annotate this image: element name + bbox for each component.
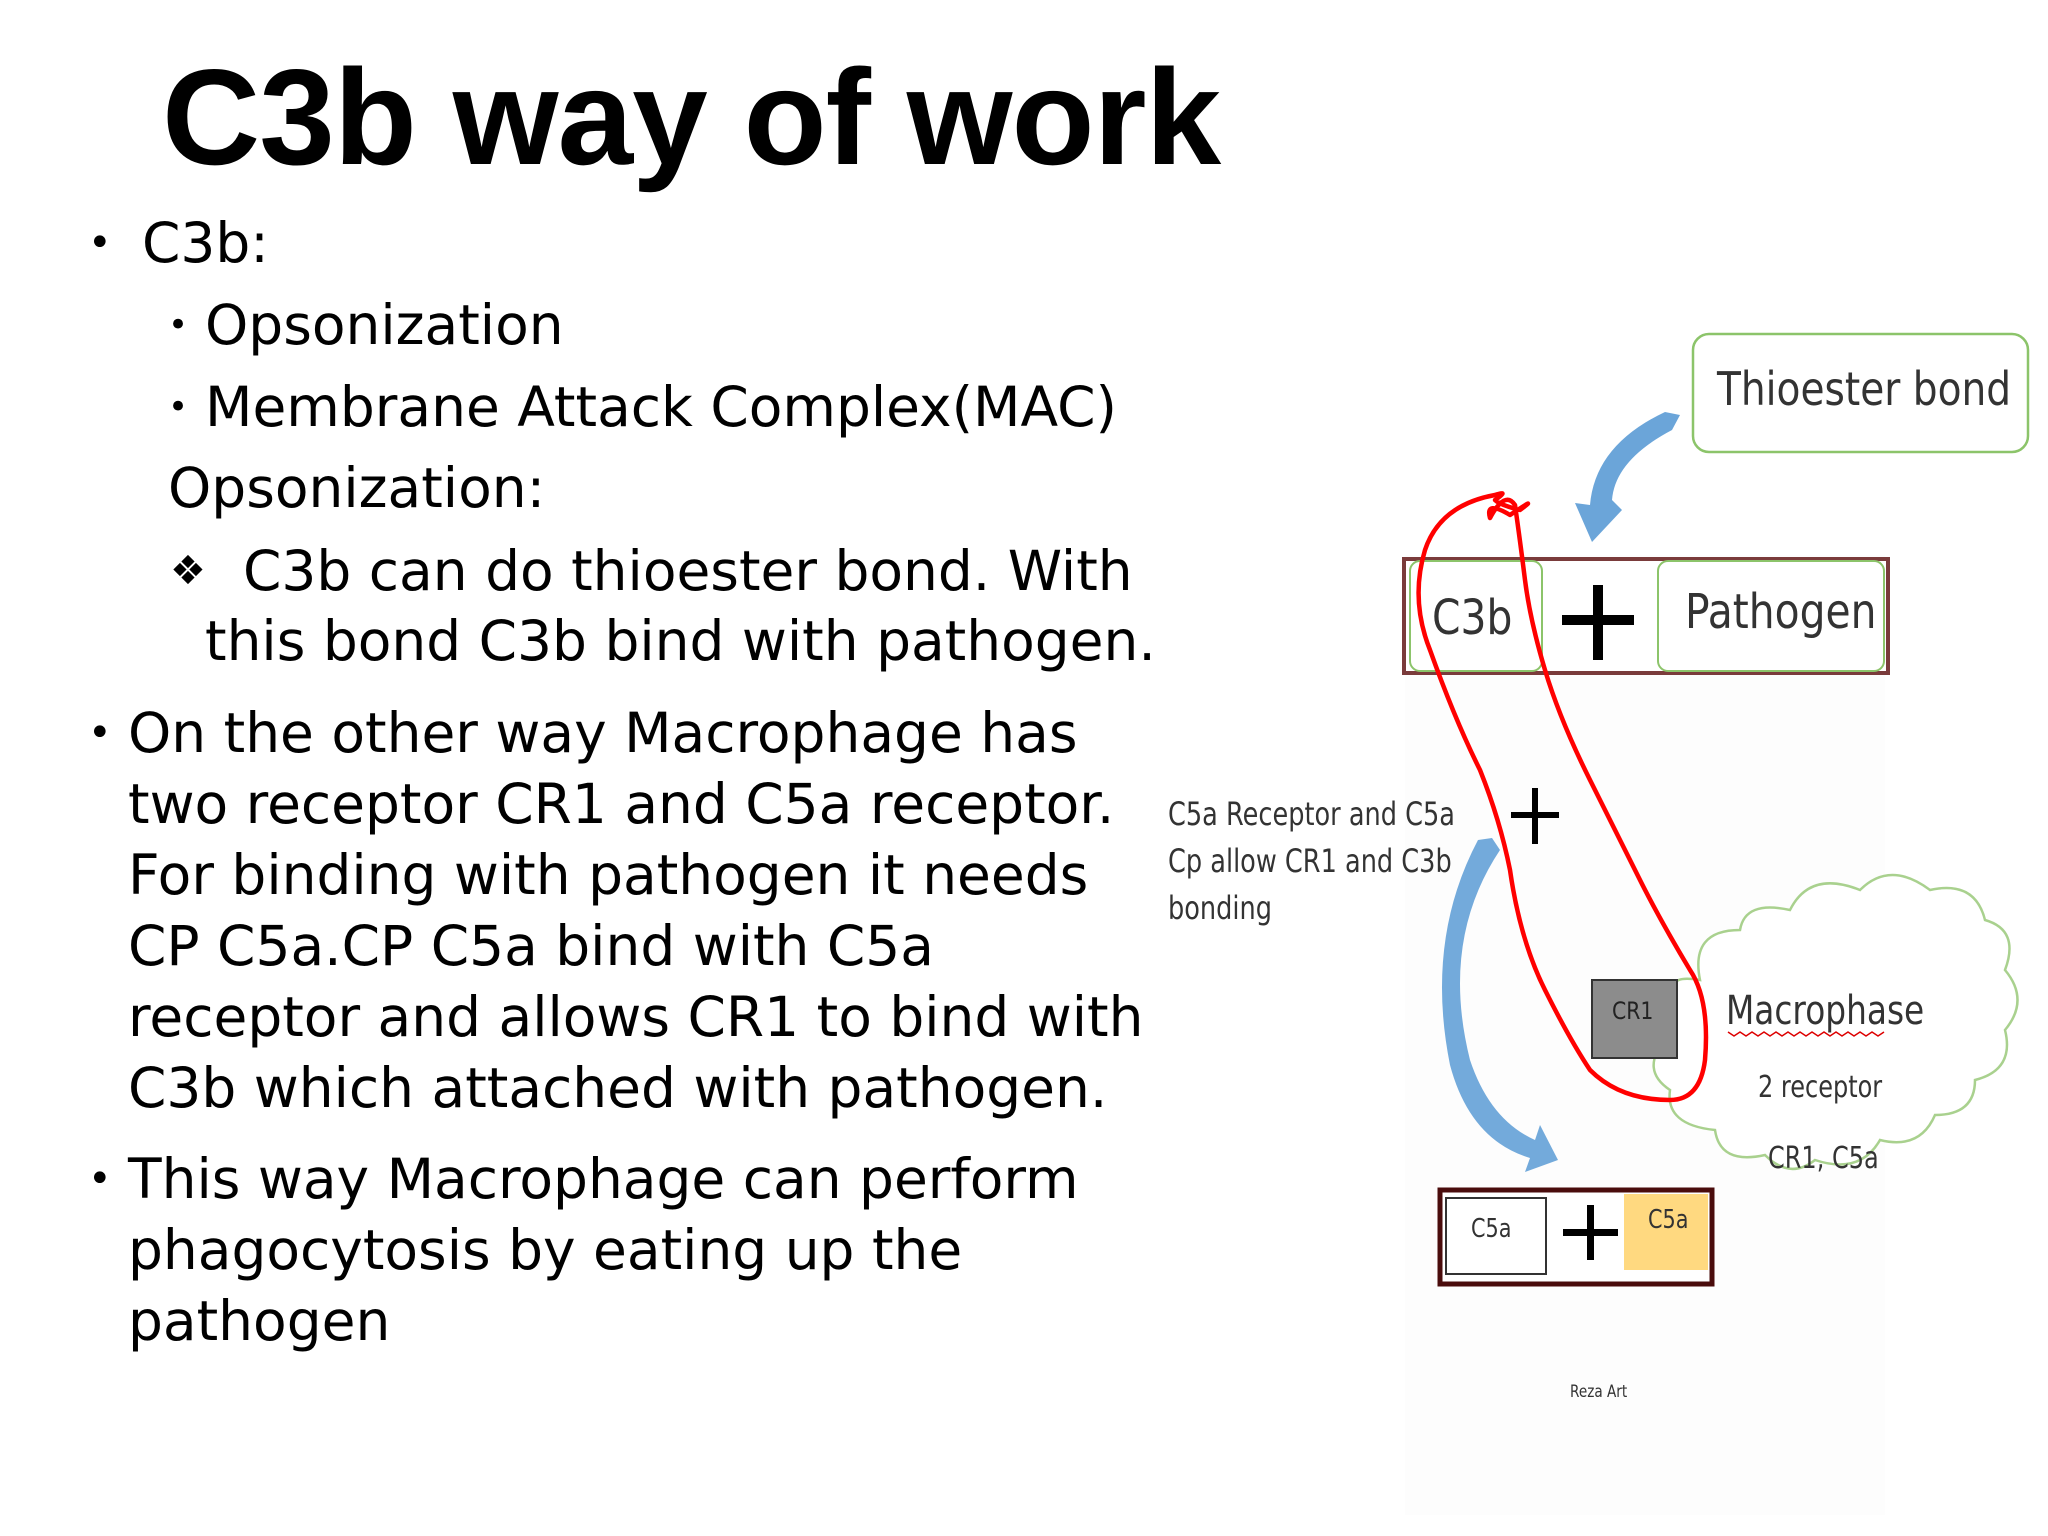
signature: Reza Art [1570, 1382, 1628, 1402]
pathogen-box [1657, 560, 1885, 672]
receptor-note-line-1: C5a Receptor and C5a [1168, 795, 1455, 833]
spellcheck-squiggle [1727, 1031, 1885, 1037]
paragraph-line: two receptor CR1 and C5a receptor. [128, 772, 1115, 836]
phagocytosis-paragraph: This way Macrophage can perform phagocyt… [128, 1144, 1079, 1357]
bullet-opsonization: Opsonization [205, 293, 564, 357]
bullet-dot: • [168, 305, 189, 345]
macrophage-cloud [1652, 873, 2019, 1170]
receptor-note-line-2: Cp allow CR1 and C3b [1168, 842, 1452, 880]
plus-icon [1511, 812, 1559, 818]
bullet-dot: • [88, 220, 112, 266]
c5a-left-box [1445, 1197, 1547, 1275]
blue-arrow-down [1575, 412, 1680, 542]
plus-icon [1593, 585, 1603, 660]
paragraph-line: This way Macrophage can perform [128, 1147, 1079, 1211]
paragraph-line: CP C5a.CP C5a bind with C5a [128, 914, 934, 978]
paragraph-line: On the other way Macrophage has [128, 701, 1078, 765]
blue-curved-arrow [1441, 838, 1558, 1172]
plus-icon [1532, 788, 1538, 844]
thioester-line-2: this bond C3b bind with pathogen. [205, 609, 1156, 673]
receptor-note-line-3: bonding [1168, 889, 1272, 927]
diagram-panel-background [1405, 555, 1885, 1515]
plus-icon [1562, 615, 1634, 625]
c5a-right-box [1624, 1194, 1708, 1270]
slide-title: C3b way of work [162, 41, 1221, 193]
c5a-box-outer [1437, 1187, 1715, 1287]
bullet-dot: • [168, 387, 189, 427]
plus-icon [1587, 1205, 1594, 1260]
c3b-pathogen-box [1402, 557, 1890, 675]
bullet-mac: Membrane Attack Complex(MAC) [205, 375, 1118, 439]
paragraph-line: For binding with pathogen it needs [128, 843, 1089, 907]
diamond-bullet-icon: ❖ [170, 548, 206, 594]
paragraph-line: phagocytosis by eating up the [128, 1218, 963, 1282]
c3b-label: C3b [1432, 590, 1513, 646]
thioester-label: Thioester bond [1717, 362, 2012, 416]
paragraph-line: pathogen [128, 1289, 391, 1353]
red-outline [1416, 491, 1709, 1103]
macrophage-label: Macrophase [1726, 988, 1925, 1034]
opsonization-heading: Opsonization: [168, 456, 546, 520]
c3b-box [1409, 560, 1543, 672]
macrophage-paragraph: On the other way Macrophage has two rece… [128, 698, 1143, 1124]
thioester-box [1691, 332, 2030, 454]
thioester-line-1: C3b can do thioester bond. With [243, 539, 1133, 603]
bullet-dot: • [88, 710, 112, 756]
bullet-c3b-head: C3b: [142, 211, 269, 275]
macrophage-receptor-count: 2 receptor [1758, 1070, 1883, 1105]
paragraph-line: receptor and allows CR1 to bind with [128, 985, 1144, 1049]
cr1-label: CR1 [1612, 997, 1654, 1025]
c5a-right-label: C5a [1648, 1205, 1689, 1235]
macrophage-receptor-list: CR1, C5a [1768, 1141, 1879, 1176]
bullet-dot: • [88, 1156, 112, 1202]
cr1-box [1591, 979, 1678, 1059]
paragraph-line: C3b which attached with pathogen. [128, 1056, 1108, 1120]
plus-icon [1563, 1229, 1618, 1236]
c5a-left-label: C5a [1471, 1214, 1512, 1244]
pathogen-label: Pathogen [1685, 584, 1877, 640]
